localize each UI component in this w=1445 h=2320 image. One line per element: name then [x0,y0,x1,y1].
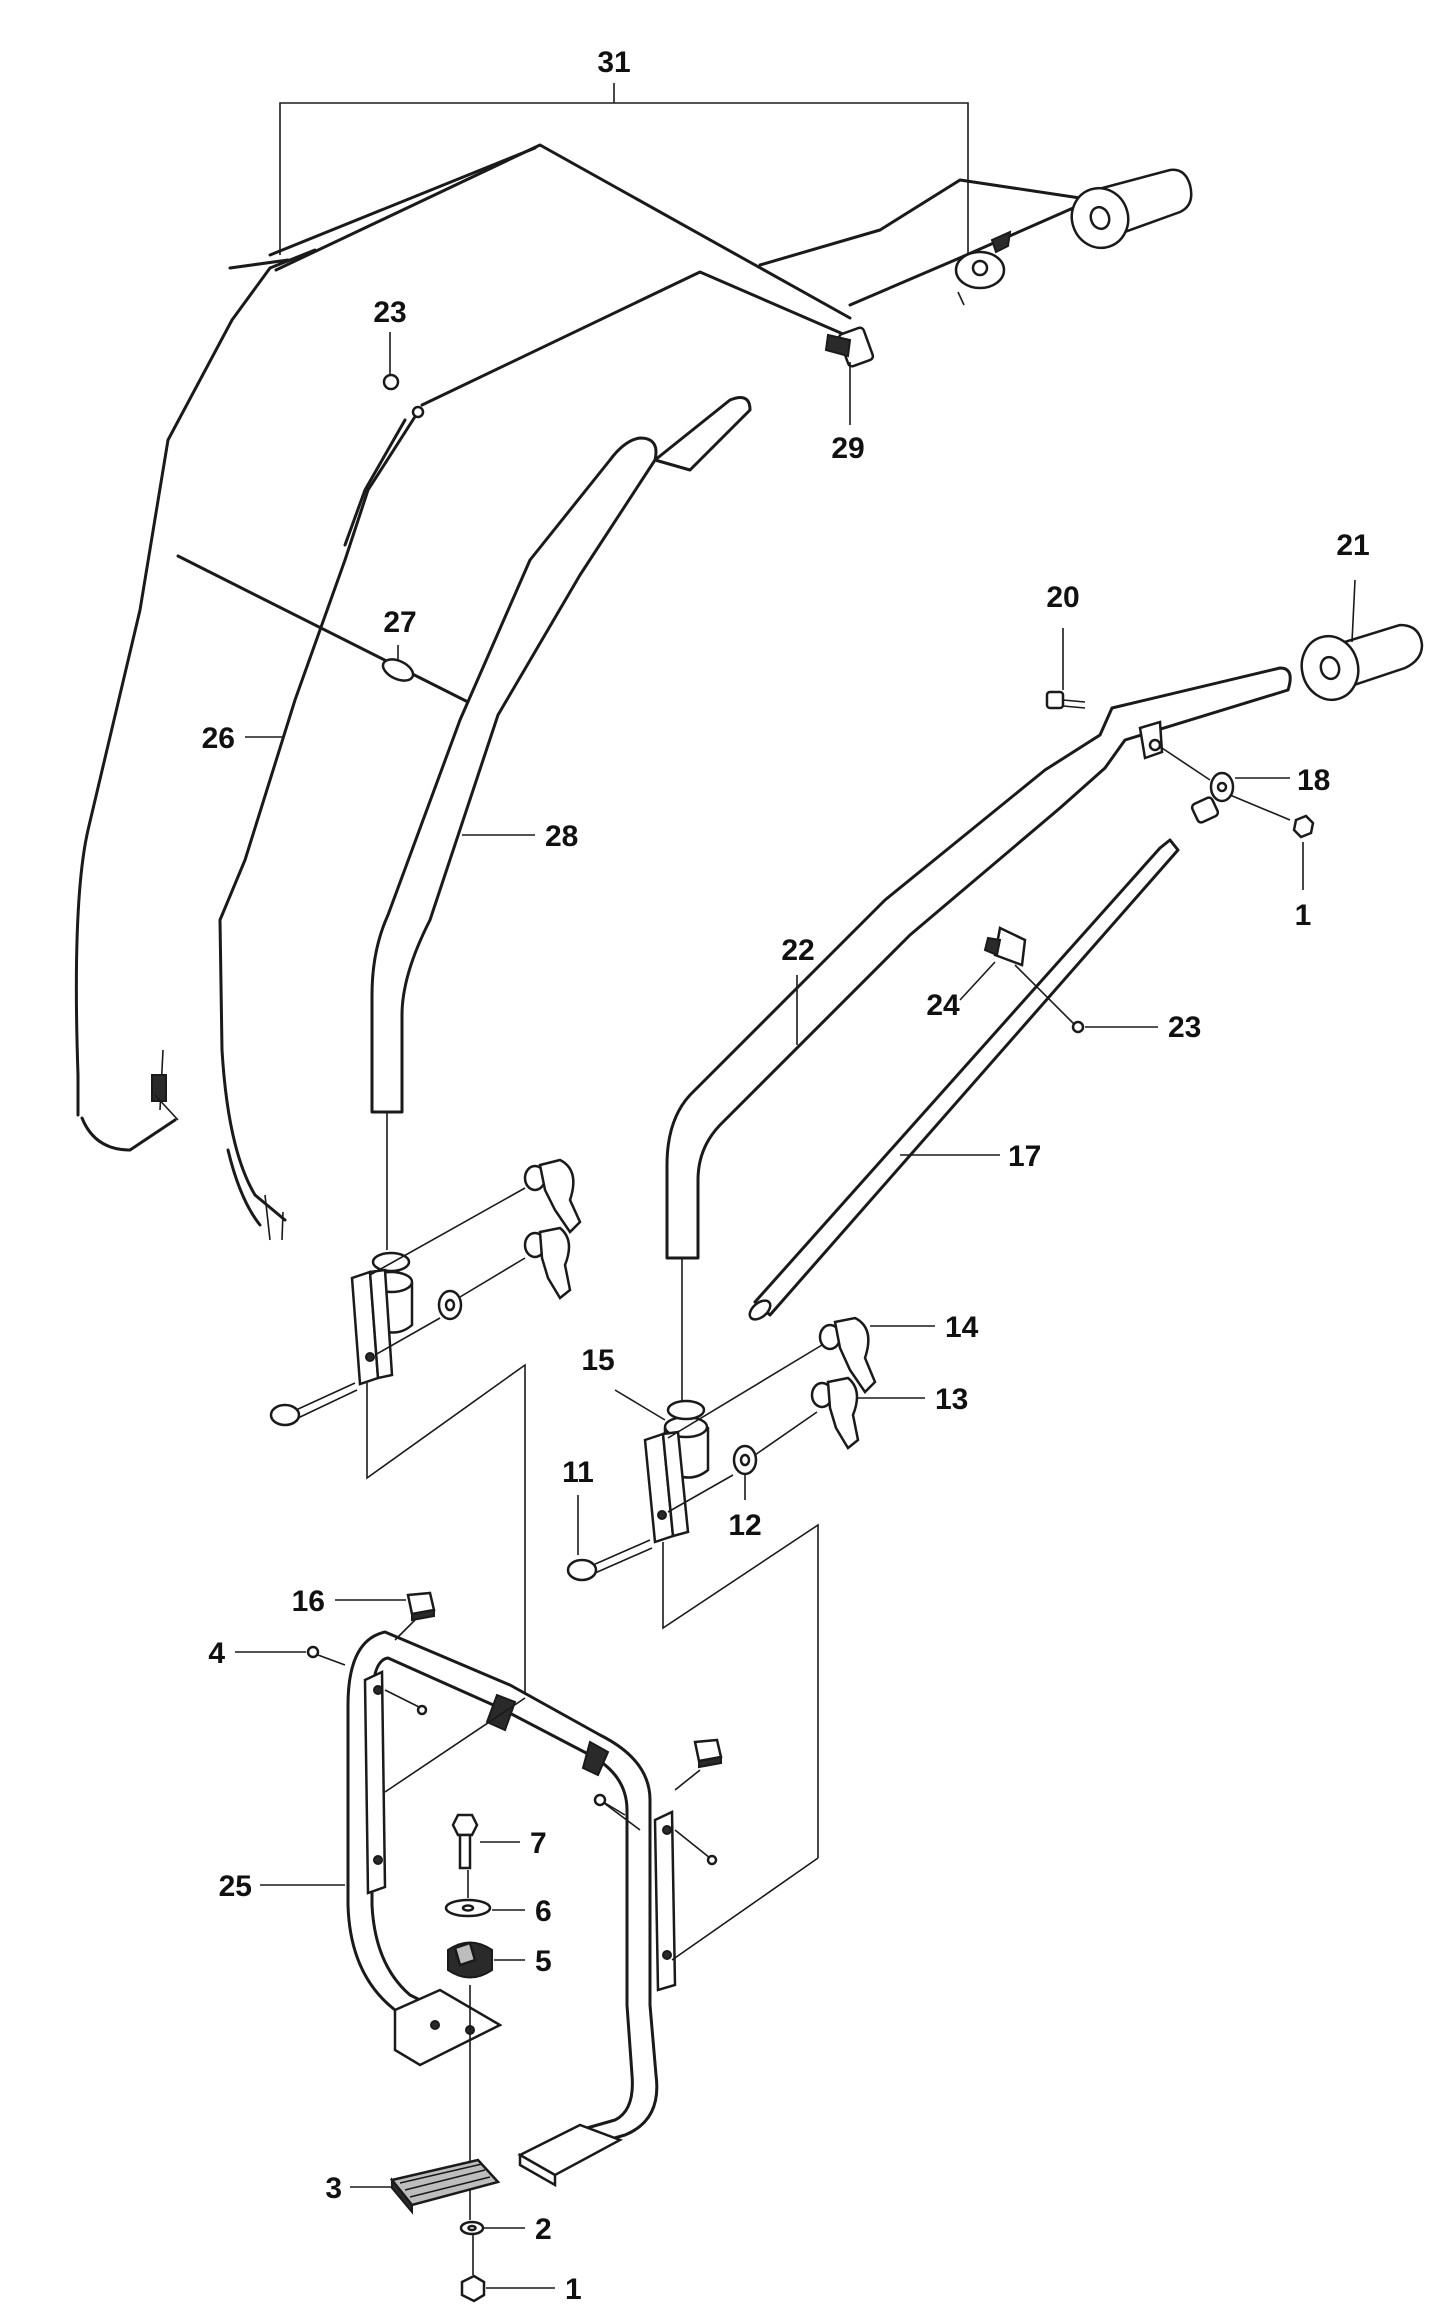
part-23-screw-right [1071,1020,1158,1034]
part-23-screw-top [382,332,400,391]
part-25-lower-frame [260,1630,819,2188]
callout-13: 13 [935,1383,968,1416]
callout-3: 3 [325,2172,342,2205]
part-6-washer [444,1870,525,1918]
left-clamp-assembly [269,1158,582,1695]
top-handle-grip [1070,168,1193,250]
callout-2: 2 [535,2213,552,2246]
callout-15: 15 [581,1344,614,1377]
part-1-nut-bottom [460,2235,555,2303]
callout-12: 12 [728,1509,761,1542]
throttle-switch [954,230,1012,306]
callout-16: 16 [292,1585,325,1618]
callout-22: 22 [781,934,814,967]
part-27-cable-clip [176,554,470,704]
cable-end-fitting [151,1074,167,1102]
part-4-screw [235,1645,718,1866]
part-31-cable-assembly [74,248,317,1152]
callout-17: 17 [1008,1140,1041,1173]
callout-25: 25 [219,1870,252,1903]
leader-lines [245,83,1356,1156]
part-1-nut-right [1229,794,1315,890]
part-22-right-handlebar [665,666,1292,1410]
callout-11: 11 [562,1456,594,1489]
callout-4: 4 [208,1637,225,1670]
callout-24: 24 [926,989,960,1022]
part-21-right-grip [1300,623,1424,701]
part-2-washer [459,2220,525,2236]
callout-labels: 31 23 29 21 20 27 26 18 28 1 22 24 23 17… [202,46,1370,2306]
callout-18: 18 [1297,764,1330,797]
callout-20: 20 [1046,581,1079,614]
callout-23-top: 23 [373,296,406,329]
part-3-foot-pad [350,2158,501,2215]
part-7-bolt [451,1813,520,1870]
upper-handlebar [228,143,1193,425]
part-14-lever [818,1316,935,1394]
callout-1-right: 1 [1295,899,1312,932]
part-20-bolt [1045,628,1086,710]
callout-7: 7 [530,1827,547,1860]
part-13-lever [810,1376,925,1450]
callout-28: 28 [545,820,578,853]
part-26-control-cable [218,405,425,1241]
part-24-rod-clip [959,926,1076,1026]
part-17-rod [748,838,1180,1321]
callout-1-bottom: 1 [565,2273,582,2306]
callout-29: 29 [831,432,864,465]
part-11-bolt [566,1495,819,1858]
part-16-end-cap [335,1591,723,1791]
callout-31: 31 [597,46,630,79]
callout-26: 26 [202,722,235,755]
part-5-rubber-mount [447,1941,525,2220]
part-12-washer [732,1444,758,1500]
callout-27: 27 [383,606,416,639]
part-28-left-handlebar [370,396,752,1250]
part-18-clamp-knob [1190,771,1290,824]
callout-23-right: 23 [1168,1011,1201,1044]
handle-bracket [1138,720,1211,781]
callout-6: 6 [535,1895,552,1928]
part-15-clamp-assembly [614,1341,828,1544]
callout-21: 21 [1336,529,1369,562]
callout-5: 5 [535,1945,552,1978]
callout-14: 14 [945,1311,979,1344]
part-29-control-lever [824,326,875,425]
